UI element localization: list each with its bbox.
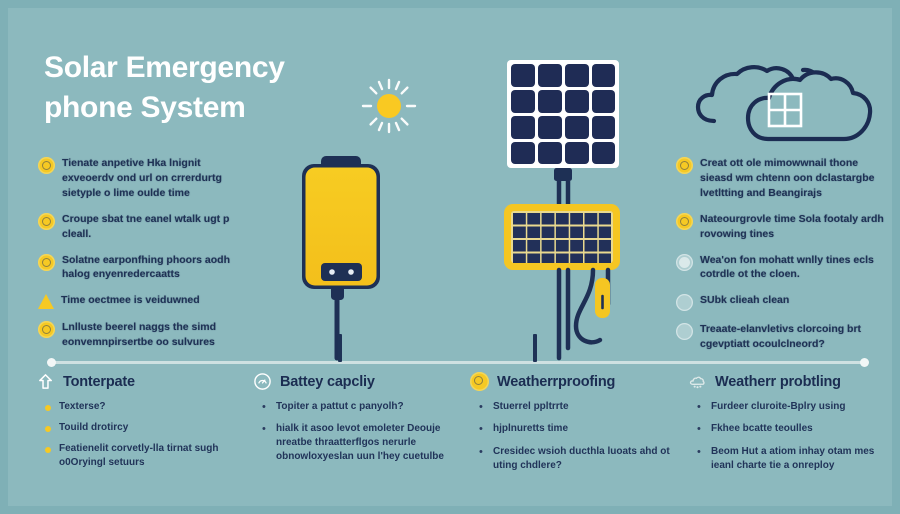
section-title: Battey capcliy <box>280 373 375 390</box>
timeline-divider <box>47 334 869 367</box>
bullet-dot-icon <box>45 405 51 411</box>
timeline-tick <box>338 334 342 362</box>
list-item-label: Cresidec wsioh ducthla luoats ahd ot uti… <box>493 445 670 471</box>
list-item: Touild drotircy <box>36 421 236 435</box>
pale-dot-icon <box>676 294 693 312</box>
bullet-char: • <box>697 423 701 436</box>
list-item-label: Fkhee bcatte teoulles <box>711 423 813 435</box>
list-item-label: Furdeer cluroite-Bplry using <box>711 401 846 412</box>
list-item-label: Croupe sbat tne eanel wtalk ugt p cleall… <box>62 212 230 240</box>
list-item-label: Topiter a pattut c panyolh? <box>276 401 404 412</box>
section-weather-probtling: Weatherr probtling • Furdeer cluroite-Bp… <box>688 372 888 480</box>
list-item-label: hjplnuretts time <box>493 423 569 435</box>
sunburst-icon <box>676 253 693 271</box>
section-title: Tonterpate <box>63 373 135 390</box>
list-item-label: hialk it asoo levot emoleter Deouje nrea… <box>276 423 444 463</box>
list-item: Texterse? <box>36 400 236 414</box>
yellow-circle-icon <box>470 372 489 391</box>
list-item-label: Texterse? <box>59 401 106 412</box>
list-item-label: Stuerrel ppltrrte <box>493 401 569 412</box>
list-item-label: Creat ott ole mimowwnail thone sieasd wm… <box>700 157 875 199</box>
pale-dot-icon <box>676 323 693 341</box>
bullet-char: • <box>262 401 266 413</box>
list-item-label: Wea'on fon mohatt wnlly tines ecls cotrd… <box>700 253 874 281</box>
list-item-label: SUbk clieah clean <box>700 294 790 307</box>
list-item-label: Touild drotircy <box>59 422 129 433</box>
list-item: Treaate-elanvletivs clorcoing brt cgevpt… <box>676 322 886 352</box>
list-item: Featienelit corvetly-lla tirnat sugh o0O… <box>36 442 236 470</box>
pale-snow-cloud-icon <box>689 376 705 389</box>
list-item: Solatne earponfhing phoors aodh halog en… <box>38 253 243 283</box>
timeline-end-dot <box>860 358 869 367</box>
yellow-circle-icon <box>38 321 55 339</box>
section-title: Weatherrproofing <box>497 373 616 390</box>
section-weatherproofing: Weatherrproofing • Stuerrel ppltrrte • h… <box>470 372 670 480</box>
section-tonterpate: Tonterpate Texterse? Touild drotircy Fea… <box>36 372 236 477</box>
bullet-char: • <box>479 445 483 458</box>
yellow-framed-solar-panel-illustration <box>504 204 620 270</box>
yellow-circle-icon <box>38 212 55 230</box>
yellow-power-bank-illustration <box>302 156 380 361</box>
list-item: • Fkhee bcatte teoulles <box>688 422 888 437</box>
yellow-circle-icon <box>38 253 55 271</box>
bullet-char: • <box>697 445 701 458</box>
list-item: • Cresidec wsioh ducthla luoats ahd ot u… <box>470 445 670 473</box>
list-item: Lnlluste beerel naggs the simd eonvemnpi… <box>38 320 243 350</box>
list-item: Time oectmee is veiduwned <box>38 293 243 310</box>
page-title-line1: Solar Emergency <box>44 51 285 84</box>
section-header: Weatherrproofing <box>470 372 670 391</box>
list-item: SUbk clieah clean <box>676 293 886 312</box>
bullet-char: • <box>479 423 483 436</box>
section-header: Tonterpate <box>36 372 236 391</box>
yellow-circle-icon <box>676 212 693 230</box>
list-item-label: Solatne earponfhing phoors aodh halog en… <box>62 253 230 281</box>
cable-bundle-illustration <box>556 267 611 361</box>
list-item-label: Featienelit corvetly-lla tirnat sugh o0O… <box>59 443 219 468</box>
bullet-dot-icon <box>45 426 51 432</box>
list-item: Nateourgrovle time Sola footaly ardh rov… <box>676 212 886 242</box>
bullet-char: • <box>697 401 701 413</box>
list-item: • Topiter a pattut c panyolh? <box>253 400 453 415</box>
list-item: Tienate anpetive Hka lnignit exveoerdv o… <box>38 156 243 201</box>
yellow-circle-icon <box>38 157 55 174</box>
section-header: Battey capcliy <box>253 372 453 391</box>
left-feature-list: Tienate anpetive Hka lnignit exveoerdv o… <box>38 156 243 361</box>
section-battery-capacity: Battey capcliy • Topiter a pattut c pany… <box>253 372 453 471</box>
list-item-label: Tienate anpetive Hka lnignit exveoerdv o… <box>62 157 222 199</box>
list-item-label: Lnlluste beerel naggs the simd eonvemnpi… <box>62 321 217 349</box>
list-item-label: Treaate-elanvletivs clorcoing brt cgevpt… <box>700 323 862 351</box>
list-item-label: Time oectmee is veiduwned <box>61 294 200 307</box>
list-item-label: Beom Hut a atiom inhay otam mes ieanl ch… <box>711 445 875 471</box>
battery-gauge-icon <box>254 373 271 390</box>
list-item: Wea'on fon mohatt wnlly tines ecls cotrd… <box>676 253 886 283</box>
section-header: Weatherr probtling <box>688 372 888 391</box>
list-item: • Furdeer cluroite-Bplry using <box>688 400 888 415</box>
list-item: • Stuerrel ppltrrte <box>470 400 670 415</box>
yellow-circle-icon <box>676 157 693 174</box>
page-title-line2: phone System <box>44 90 246 124</box>
right-feature-list: Creat ott ole mimowwnail thone sieasd wm… <box>676 156 886 363</box>
list-item: • hialk it asoo levot emoleter Deouje nr… <box>253 422 453 464</box>
bullet-dot-icon <box>45 447 51 453</box>
bullet-char: • <box>479 401 483 413</box>
yellow-cable-connector-illustration <box>595 278 610 318</box>
window-icon <box>767 92 803 128</box>
list-item-label: Nateourgrovle time Sola footaly ardh rov… <box>700 212 884 240</box>
list-item: Creat ott ole mimowwnail thone sieasd wm… <box>676 156 886 201</box>
dark-solar-panel-illustration <box>507 60 619 213</box>
section-title: Weatherr probtling <box>715 373 841 390</box>
list-item: • hjplnuretts time <box>470 422 670 437</box>
list-item: Croupe sbat tne eanel wtalk ugt p cleall… <box>38 212 243 242</box>
list-item: • Beom Hut a atiom inhay otam mes ieanl … <box>688 445 888 473</box>
page-title: Solar Emergency phone System <box>44 48 344 128</box>
timeline-tick <box>533 334 537 362</box>
yellow-triangle-warning-icon <box>38 294 54 310</box>
cloud-with-window-illustration <box>695 65 873 142</box>
timeline-start-dot <box>47 358 56 367</box>
white-arrow-up-icon <box>39 374 52 389</box>
bullet-char: • <box>262 423 266 436</box>
sun-icon <box>361 78 417 134</box>
